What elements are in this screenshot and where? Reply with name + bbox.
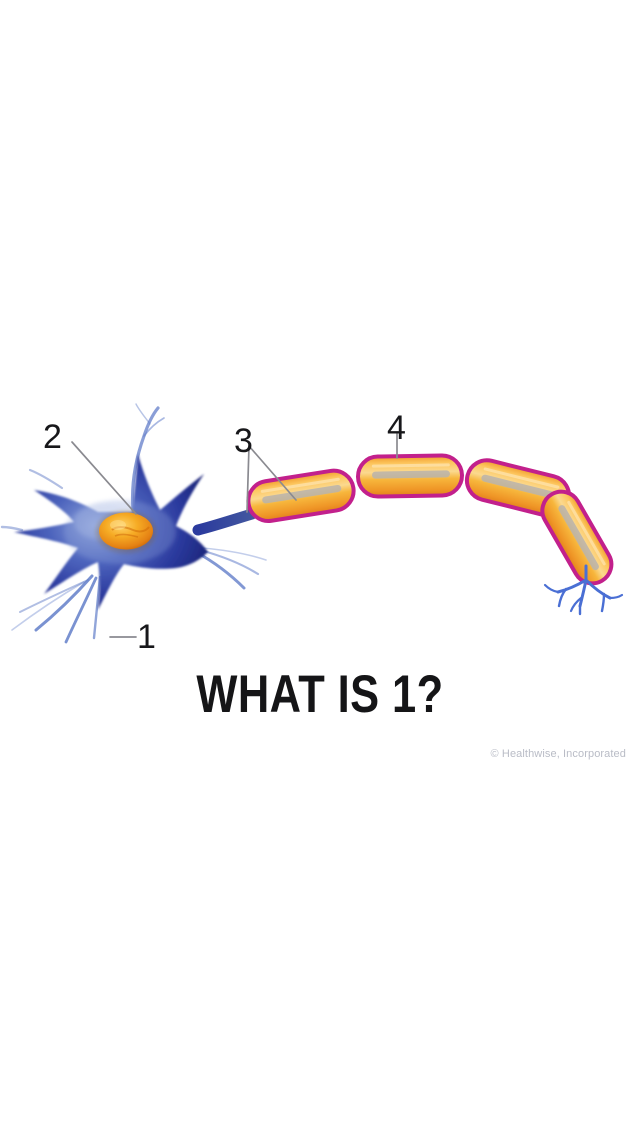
leader-line-3a — [246, 445, 250, 513]
leader-line-3b — [248, 445, 297, 501]
callout-label-4: 4 — [387, 409, 406, 447]
myelin-segment — [246, 468, 356, 524]
callout-label-2: 2 — [43, 418, 62, 456]
myelin-segment — [356, 453, 464, 499]
leader-line-2 — [71, 441, 137, 515]
callout-label-1: 1 — [137, 618, 156, 656]
myelin-segment — [540, 489, 614, 586]
neuron-diagram — [0, 380, 640, 650]
myelin-sheath — [246, 453, 614, 586]
callout-leader-lines — [71, 433, 398, 638]
nucleus — [96, 511, 156, 553]
axon-terminals — [543, 564, 624, 616]
axon-fiber — [192, 508, 258, 536]
question-caption: WHAT IS 1? — [196, 665, 444, 724]
cell-body-soma — [14, 454, 208, 610]
copyright-notice: © Healthwise, Incorporated — [490, 748, 626, 760]
callout-label-3: 3 — [234, 422, 253, 460]
